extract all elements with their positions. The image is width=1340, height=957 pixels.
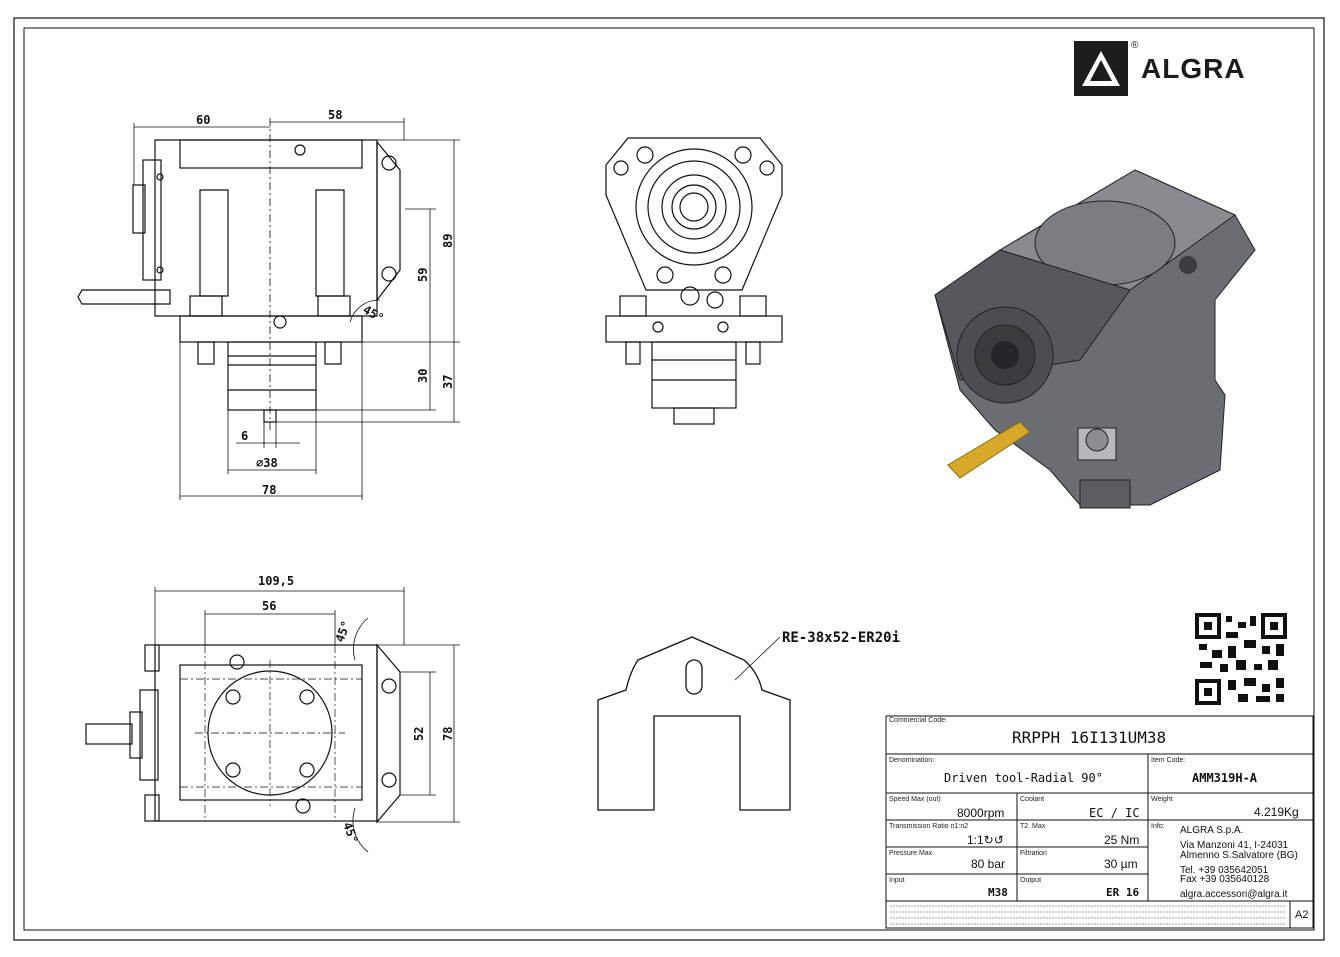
speed-max-value: 8000rpm [957, 806, 1005, 820]
weight-value: 4.219Kg [1254, 805, 1299, 819]
weight-label: Weight [1151, 796, 1173, 803]
speed-max-label: Speed Max (out) [889, 796, 941, 803]
dim-45-top-b: 45° [340, 820, 361, 845]
info-fax: Fax +39 035640128 [1180, 874, 1270, 885]
transmission-ratio-label: Transmission Ratio n1:n2 [889, 823, 969, 830]
dim-30: 30 [416, 369, 430, 383]
coolant-label: Coolant [1020, 796, 1045, 803]
denomination-label: Denomination: [889, 757, 935, 764]
pressure-max-label: Pressure Max [889, 850, 933, 857]
torque-max-label: T2. Max [1020, 823, 1046, 830]
dim-78-top: 78 [441, 727, 455, 741]
commercial-code-value: RRPPH 16I131UM38 [1012, 728, 1167, 747]
algra-logo [1074, 41, 1128, 96]
dim-78-side: 78 [262, 483, 276, 497]
qr-code [1195, 613, 1287, 705]
inner-frame [23, 27, 1315, 931]
info-address-line2: Almenno S.Salvatore (BG) [1180, 850, 1298, 861]
info-company: ALGRA S.p.A. [1180, 825, 1244, 836]
pressure-max-value: 80 bar [971, 857, 1006, 871]
dim-52: 52 [412, 727, 426, 741]
commercial-code-label: Commercial Code: [889, 717, 947, 724]
dim-59: 59 [416, 268, 430, 282]
dim-38-dia: ∅38 [256, 456, 278, 470]
filtration-value: 30 µm [1104, 857, 1138, 871]
item-code-value: AMM319H-A [1192, 771, 1258, 785]
input-value: M38 [988, 886, 1008, 899]
torque-max-value: 25 Nm [1104, 833, 1140, 847]
filtration-label: Filtration [1020, 850, 1047, 857]
front-view [605, 137, 783, 425]
title-block-fineprint [890, 905, 1286, 925]
output-label: Output [1020, 877, 1042, 884]
dim-45-side: 45° [361, 302, 387, 325]
dim-58: 58 [328, 108, 342, 122]
dim-60: 60 [196, 113, 210, 127]
sheet-size: A2 [1295, 909, 1309, 921]
adapter-outline [597, 636, 791, 811]
coolant-value: EC / IC [1089, 806, 1140, 820]
dim-109-5: 109,5 [258, 574, 294, 588]
transmission-ratio-value: 1:1↻↺ [967, 833, 1004, 847]
dim-37: 37 [441, 375, 455, 389]
dim-45-top-a: 45° [333, 619, 354, 644]
item-code-label: Item Code: [1151, 757, 1186, 764]
brand-registered-mark: ® [1131, 40, 1139, 51]
adapter-label: RE-38x52-ER20i [782, 630, 900, 646]
top-view-dimensions [154, 587, 460, 853]
info-address-line1: Via Manzoni 41, I-24031 [1180, 840, 1289, 851]
brand-name: ALGRA [1141, 53, 1246, 84]
top-view [85, 643, 401, 824]
outer-frame [13, 17, 1325, 941]
title-block-grid [885, 715, 1314, 929]
top-view-centerlines [180, 645, 362, 822]
isometric-render [934, 169, 1256, 509]
dim-6: 6 [241, 429, 248, 443]
output-value: ER 16 [1106, 886, 1140, 899]
dim-56: 56 [262, 599, 276, 613]
info-label: Info: [1151, 823, 1165, 830]
side-view [77, 139, 401, 423]
info-email: algra.accessori@algra.it [1180, 889, 1288, 900]
denomination-value: Driven tool-Radial 90° [944, 771, 1103, 785]
input-label: Input [889, 877, 905, 884]
side-view-dimensions [133, 118, 460, 500]
info-tel: Tel. +39 035642051 [1180, 865, 1269, 876]
dim-89: 89 [441, 234, 455, 248]
